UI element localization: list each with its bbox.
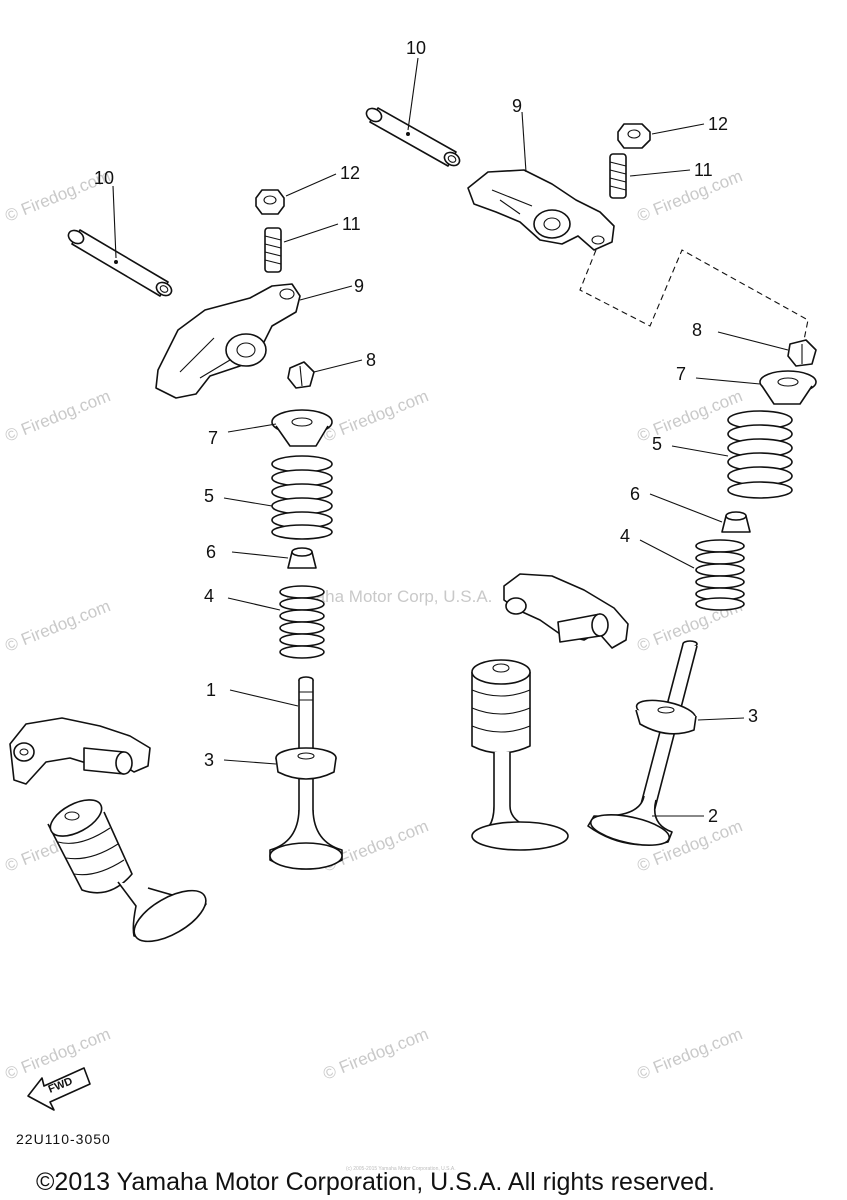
rocker-shaft-right [365,107,461,167]
exhaust-valve [587,640,698,846]
assembled-rocker-left [9,717,151,785]
watermark: © Firedog.com [2,1024,113,1083]
watermark: © Firedog.com [320,1024,431,1083]
center-watermark: Yamaha Motor Corp, U.S.A. [282,587,492,606]
callout-5-left: 5 [204,486,214,506]
assembled-valve-center [471,659,569,851]
valve-stem-seal-right [721,511,751,533]
callout-4-right: 4 [620,526,630,546]
adjuster-screw-left [264,227,282,273]
callout-3-left: 3 [204,750,214,770]
callout-12-right: 12 [708,114,728,134]
watermark: © Firedog.com [2,386,113,445]
callout-2: 2 [708,806,718,826]
assembly-guide-line [579,249,809,341]
callout-3-right: 3 [748,706,758,726]
assembled-valve-left [47,799,207,943]
rocker-shaft-left [67,229,173,297]
callout-7-right: 7 [676,364,686,384]
assembled-rocker-center [503,573,629,649]
callout-7-left: 7 [208,428,218,448]
outer-spring-left [271,455,333,540]
valve-seat-left [275,747,337,780]
callout-6-right: 6 [630,484,640,504]
valve-cotter-left [287,361,315,389]
inner-spring-left [279,585,325,659]
spring-retainer-left [271,409,333,447]
valve-stem-seal-left [287,547,317,569]
callout-6-left: 6 [206,542,216,562]
callout-5-right: 5 [652,434,662,454]
watermark: © Firedog.com [634,1024,745,1083]
callout-9-left: 9 [354,276,364,296]
callout-12-left: 12 [340,163,360,183]
locknut-right [617,123,651,149]
valve-cotter-right [787,339,817,367]
valve-seat-right [635,699,697,735]
rocker-arm-right [467,169,615,251]
callout-8-right: 8 [692,320,702,340]
callout-10-right: 10 [406,38,426,58]
fine-print: (c) 2005-2015 Yamaha Motor Corporation, … [346,1166,456,1172]
forward-arrow-icon: FWD [27,1067,91,1111]
watermark-layer: © Firedog.com © Firedog.com © Firedog.co… [2,166,745,1083]
watermark: © Firedog.com [2,596,113,655]
watermark: © Firedog.com [634,166,745,225]
callout-9-right: 9 [512,96,522,116]
part-reference-code: 22U110-3050 [16,1131,111,1147]
spring-retainer-right [759,370,817,405]
callout-10-left: 10 [94,168,114,188]
callout-8-left: 8 [366,350,376,370]
callout-1: 1 [206,680,216,700]
locknut-left [255,189,285,215]
rocker-arm-left [155,283,301,399]
callout-11-right: 11 [694,160,713,180]
watermark: © Firedog.com [320,816,431,875]
copyright-notice: ©2013 Yamaha Motor Corporation, U.S.A. A… [36,1168,715,1196]
outer-spring-right [727,410,793,499]
watermark: © Firedog.com [320,386,431,445]
callout-4-left: 4 [204,586,214,606]
inner-spring-right [695,539,745,611]
callout-11-left: 11 [342,214,361,234]
adjuster-screw-right [609,153,627,199]
